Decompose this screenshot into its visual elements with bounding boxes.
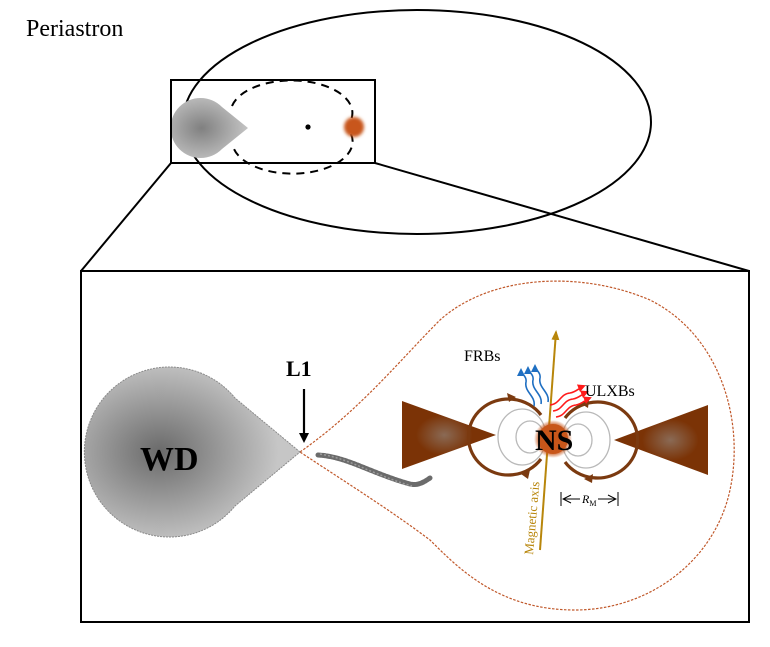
loop-arrow-icon — [584, 474, 593, 483]
inset-frame — [170, 79, 376, 164]
frbs-label: FRBs — [464, 348, 500, 365]
accretion-disk-right — [614, 405, 708, 475]
mass-transfer-stream — [315, 452, 433, 487]
neutron-star-small — [344, 117, 364, 137]
magnetic-axis-label: Magnetic axis — [521, 481, 542, 555]
orbit-ellipse — [182, 9, 652, 235]
white-dwarf — [83, 366, 301, 538]
loop-arrow-icon — [507, 393, 516, 402]
accretion-disk-left — [402, 401, 496, 469]
magnetospheric-radius-indicator: RM — [560, 492, 619, 508]
radius-symbol: RM — [581, 492, 596, 508]
center-of-mass-dot — [305, 124, 311, 130]
projection-line-right — [374, 162, 750, 272]
inset-box — [170, 79, 376, 175]
projection-line-left — [80, 162, 172, 272]
neutron-star-core — [538, 424, 568, 454]
inner-orbit-dashed — [231, 79, 354, 175]
frb-emission — [517, 364, 549, 407]
ulxbs-label: ULXBs — [585, 383, 635, 400]
periastron-title: Periastron — [26, 16, 123, 42]
neutron-star-label: NS — [535, 424, 573, 457]
ulxb-emission — [549, 384, 592, 418]
loop-arrow-icon — [521, 470, 530, 479]
radius-subscript: M — [589, 499, 596, 508]
white-dwarf-small — [170, 98, 248, 158]
l1-label: L1 — [286, 356, 312, 381]
white-dwarf-label: WD — [140, 441, 199, 478]
neutron-star-roche-lobe — [298, 280, 735, 611]
